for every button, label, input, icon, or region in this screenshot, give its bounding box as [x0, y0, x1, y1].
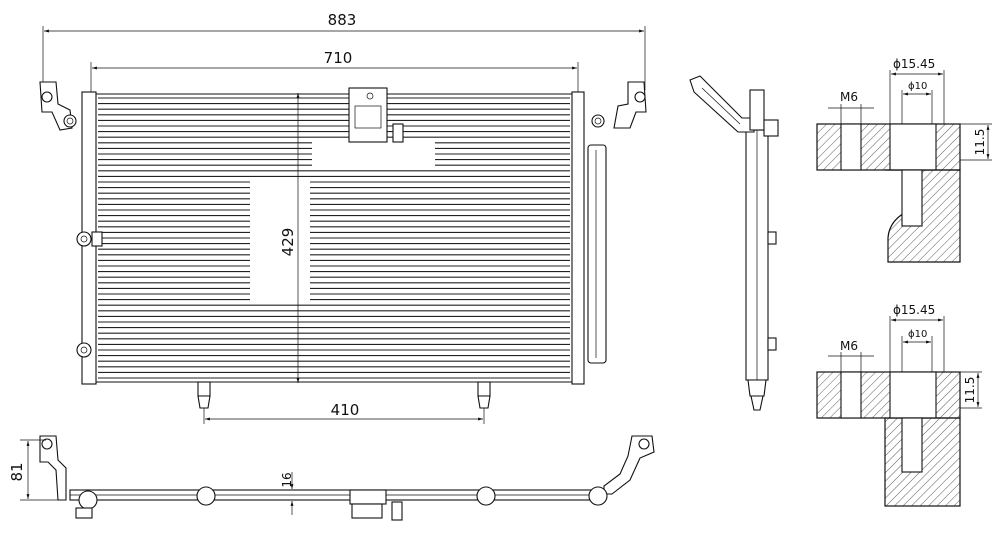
bottom-height-label: 81 [8, 462, 26, 481]
overall-width-label: 883 [328, 11, 357, 29]
side-view [689, 75, 779, 411]
fitting-top-depth: 11.5 [973, 129, 987, 156]
dimension-overall-width: 883 [42, 11, 646, 90]
core-fins [98, 97, 570, 379]
fitting-top-inner-diameter: ϕ10 [908, 81, 927, 92]
left-mounting-brackets [39, 81, 103, 358]
dimension-core-height: 429 [279, 93, 300, 383]
receiver-drier [587, 144, 607, 364]
top-bracket [348, 87, 404, 143]
fitting-bottom-depth: 11.5 [963, 377, 977, 404]
right-end-bracket [603, 435, 655, 495]
fitting-top-thread: M6 [840, 90, 858, 104]
fitting-detail-top: ϕ15.45 ϕ10 M6 11.5 [816, 57, 992, 263]
bottom-view: 81 16 [8, 435, 655, 521]
core-height-label: 429 [279, 228, 297, 257]
left-end-bracket [39, 435, 67, 501]
thickness-label: 16 [280, 472, 294, 487]
right-header-tank [571, 91, 585, 385]
fitting-detail-bottom: ϕ15.45 ϕ10 M6 11.5 [816, 303, 982, 507]
dimension-bottom-height: 81 [8, 439, 60, 501]
mount-spacing-label: 410 [331, 401, 360, 419]
front-view: 883 710 [39, 11, 647, 424]
dimension-thickness: 16 [280, 472, 294, 515]
dimension-core-width: 710 [90, 49, 579, 92]
bottom-pins [197, 381, 491, 409]
fitting-bottom-outer-diameter: ϕ15.45 [893, 303, 935, 317]
dimension-mount-spacing: 410 [203, 401, 485, 424]
side-top-bracket [689, 75, 755, 133]
right-mounting-brackets [591, 81, 647, 129]
fitting-top-outer-diameter: ϕ15.45 [893, 57, 935, 71]
fitting-bottom-inner-diameter: ϕ10 [908, 329, 927, 340]
core-width-label: 710 [324, 49, 353, 67]
fitting-bottom-thread: M6 [840, 339, 858, 353]
